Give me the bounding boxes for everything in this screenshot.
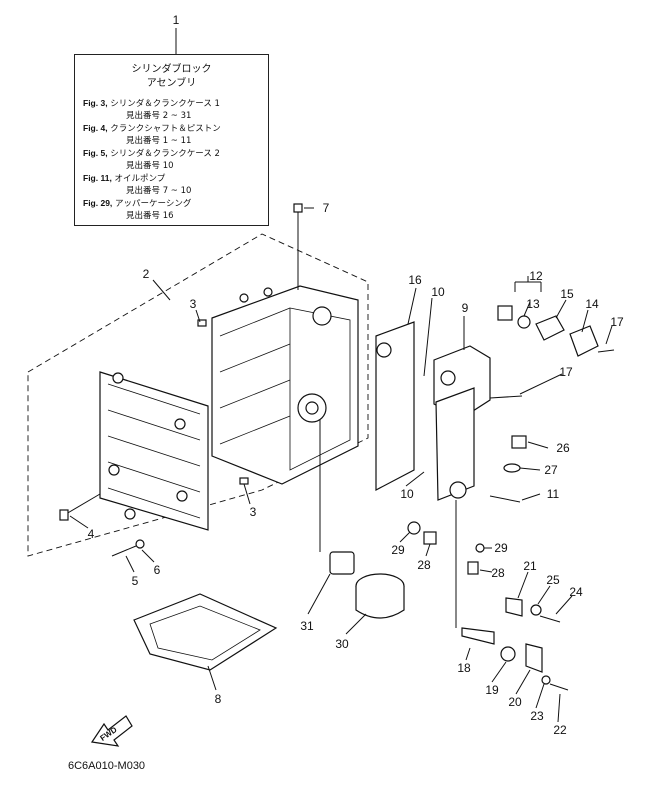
callout-27: 27 [544, 463, 558, 477]
callout-14: 14 [585, 297, 599, 311]
legend-entry-range: 見出番号 10 [126, 161, 174, 171]
callout-1: 1 [173, 13, 180, 27]
legend-entry-range: 見出番号 2 ~ 31 [126, 111, 192, 121]
callout-29a: 29 [391, 543, 405, 557]
callout-9: 9 [462, 301, 469, 315]
gasket-16 [375, 321, 415, 491]
callout-10a: 10 [431, 285, 445, 299]
callout-3b: 3 [250, 505, 257, 519]
crankcase-half [99, 371, 209, 531]
callout-6: 6 [154, 563, 161, 577]
callout-labels: 1 2 3 3 4 5 6 7 8 9 10 10 11 12 13 14 15… [88, 13, 624, 737]
callout-4: 4 [88, 527, 95, 541]
leader-lines [69, 207, 613, 723]
callout-8: 8 [215, 692, 222, 706]
legend-entries: Fig. 3, シリンダ＆クランクケース 1 見出番号 2 ~ 31 Fig. … [83, 97, 268, 222]
callout-18: 18 [457, 661, 471, 675]
legend-entry: Fig. 11, オイルポンプ [83, 173, 166, 184]
callout-29b: 29 [494, 541, 508, 555]
callout-15: 15 [560, 287, 574, 301]
callout-3a: 3 [190, 297, 197, 311]
legend-entry-range: 見出番号 7 ~ 10 [126, 186, 192, 196]
callout-24: 24 [569, 585, 583, 599]
callout-7: 7 [323, 201, 330, 215]
callout-11: 11 [547, 487, 560, 501]
callout-22: 22 [553, 723, 567, 737]
callout-20: 20 [508, 695, 522, 709]
callout-28b: 28 [491, 566, 505, 580]
callout-17b: 17 [559, 365, 573, 379]
legend-entry: Fig. 4, クランクシャフト＆ピストン [83, 123, 221, 134]
legend-entry-range: 見出番号 16 [126, 211, 174, 221]
oil-pump-cover [433, 345, 491, 501]
callout-16: 16 [408, 273, 422, 287]
legend-title-line1: シリンダブロック [131, 64, 212, 75]
callout-23: 23 [530, 709, 544, 723]
callout-30: 30 [335, 637, 349, 651]
callout-10b: 10 [400, 487, 414, 501]
drawing-code: 6C6A010-M030 [68, 760, 146, 772]
fwd-arrow-icon: FWD [90, 715, 133, 747]
callout-26: 26 [556, 441, 570, 455]
legend-entry: Fig. 3, シリンダ＆クランクケース 1 [83, 98, 220, 109]
callout-19: 19 [485, 683, 499, 697]
callout-2: 2 [143, 267, 150, 281]
small-parts [59, 203, 615, 691]
oil-filter [319, 420, 405, 619]
legend-entry: Fig. 5, シリンダ＆クランクケース 2 [83, 148, 220, 159]
callout-21: 21 [523, 559, 537, 573]
callout-13: 13 [526, 297, 540, 311]
assembly-boundary [27, 233, 369, 557]
legend-title-line2: アセンブリ [146, 78, 197, 89]
cylinder-block [211, 285, 359, 485]
callout-5: 5 [132, 574, 139, 588]
legend-entry-range: 見出番号 1 ~ 11 [126, 136, 192, 146]
callout-17a: 17 [610, 315, 624, 329]
callout-25: 25 [546, 573, 560, 587]
callout-28a: 28 [417, 558, 431, 572]
reference-legend: シリンダブロック アセンブリ Fig. 3, シリンダ＆クランクケース 1 見出… [74, 54, 269, 226]
callout-12: 12 [529, 269, 543, 283]
legend-entry: Fig. 29, アッパーケーシング [83, 198, 192, 209]
callout-31: 31 [300, 619, 314, 633]
base-gasket [133, 593, 278, 671]
